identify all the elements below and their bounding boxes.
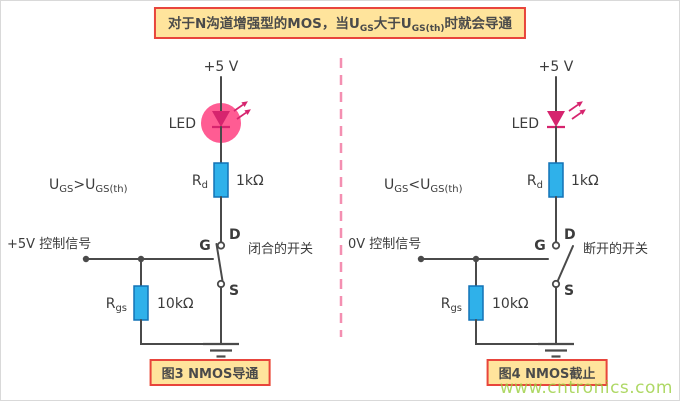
wire-rgs-return (475, 319, 557, 345)
rd-label: Rd (527, 173, 543, 191)
supply-voltage-label: +5 V (539, 59, 574, 75)
condition-label: UGS>UGS(th) (49, 177, 128, 195)
gate-label: G (199, 238, 211, 254)
title-banner: 对于N沟道增强型的MOS，当UGS大于UGS(th)时就会导通 (153, 7, 527, 39)
junction-dot-control (417, 255, 425, 263)
condition-label: UGS<UGS(th) (384, 177, 463, 195)
right-circuit: +5 V LED Rd 1kΩ D 断开的开关 S G (348, 59, 648, 358)
drain-label: D (564, 227, 576, 243)
source-label: S (229, 283, 239, 299)
rd-label: Rd (192, 173, 208, 191)
switch-contact-top (216, 241, 226, 250)
rd-value: 1kΩ (236, 173, 264, 189)
rgs-label: Rgs (441, 296, 462, 314)
junction-dot-control (82, 255, 90, 263)
resistor-rgs (133, 285, 149, 321)
resistor-rd (213, 162, 229, 198)
banner-text: 对于N沟道增强型的MOS，当U (167, 16, 360, 32)
ground-icon (203, 342, 239, 358)
gate-label: G (534, 238, 546, 254)
rgs-value: 10kΩ (492, 296, 529, 312)
rgs-value: 10kΩ (157, 296, 194, 312)
led-label: LED (512, 116, 539, 132)
led-light-ray-icon (236, 109, 251, 120)
banner-text: 时就会导通 (444, 16, 513, 32)
banner-text: 大于U (373, 16, 412, 32)
resistor-rgs (468, 285, 484, 321)
control-signal-label: 0V 控制信号 (348, 237, 421, 252)
switch-contact-top (551, 241, 561, 250)
led-diode-icon (547, 111, 565, 127)
supply-voltage-label: +5 V (204, 59, 239, 75)
left-circuit: +5 V LED Rd 1kΩ D 闭合的开关 S G (7, 59, 313, 358)
led-diode-icon (212, 111, 230, 127)
figure4-caption: 图4 NMOS截止 (486, 359, 608, 386)
figure3-caption: 图3 NMOS导通 (149, 359, 271, 386)
rgs-label: Rgs (106, 296, 127, 314)
ground-icon (538, 342, 574, 358)
switch-state-label: 闭合的开关 (248, 241, 313, 257)
switch-state-label: 断开的开关 (583, 241, 648, 257)
switch-lever-closed (215, 243, 224, 282)
wire-rgs-return (140, 319, 222, 345)
resistor-rd (548, 162, 564, 198)
switch-lever-open (556, 245, 574, 283)
banner-subscript: GS (359, 24, 374, 34)
drain-label: D (229, 227, 241, 243)
rd-value: 1kΩ (571, 173, 599, 189)
led-light-ray-icon (233, 101, 248, 112)
led-light-ray-icon (568, 101, 583, 112)
led-light-ray-icon (571, 109, 586, 120)
watermark: www.cntronics.com (499, 378, 673, 398)
control-signal-label: +5V 控制信号 (7, 237, 91, 252)
source-label: S (564, 283, 574, 299)
led-label: LED (169, 116, 196, 132)
banner-subscript: GS(th) (411, 24, 445, 34)
